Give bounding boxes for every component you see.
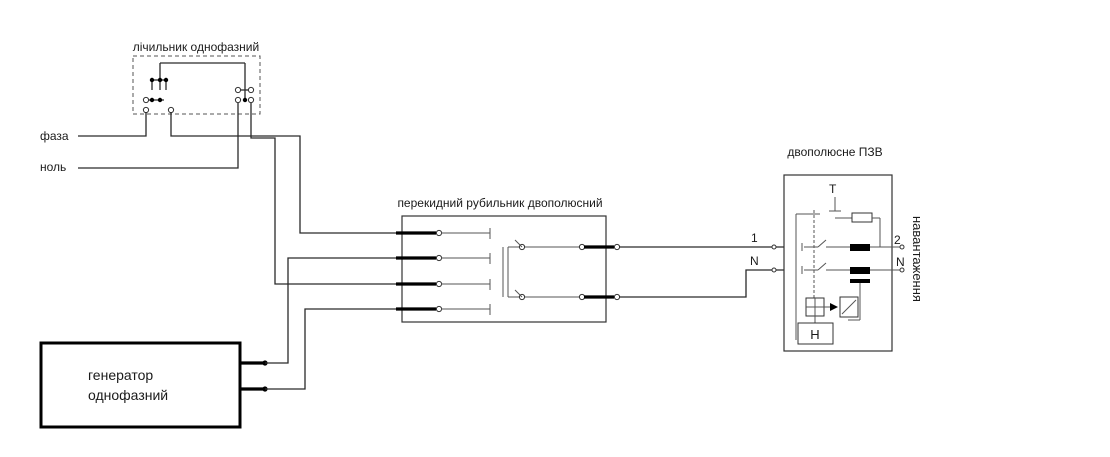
meter-outline xyxy=(132,55,261,115)
rcd-title: двополюсне ПЗВ xyxy=(787,145,882,159)
generator-box xyxy=(39,341,242,429)
rcd-test-circuit xyxy=(795,197,881,340)
rcd-input-line-label: 1 xyxy=(751,231,758,245)
rcd-contacts xyxy=(801,210,905,300)
rcd-transformer xyxy=(848,244,870,321)
rcd-output-line-label: 2 xyxy=(894,233,901,247)
two-pole-rcd: двополюсне ПЗВ Т xyxy=(783,145,905,352)
rcd-h-label: Н xyxy=(810,327,819,342)
phase-label: фаза xyxy=(40,129,69,143)
generator-line1: генератор xyxy=(88,367,153,383)
generator-wires xyxy=(265,257,396,390)
rcd-trip-relay: Н xyxy=(797,296,859,345)
transfer-switch: перекидний рубильник двополюсний xyxy=(396,196,621,323)
rcd-body xyxy=(783,174,893,352)
rcd-test-label: Т xyxy=(829,182,837,196)
neutral-label: ноль xyxy=(40,160,66,174)
supply-wires xyxy=(78,103,396,285)
meter-title: лічильник однофазний xyxy=(133,40,259,54)
single-phase-meter: лічильник однофазний xyxy=(132,40,261,115)
load-label: навантаження xyxy=(910,216,925,302)
switch-title: перекидний рубильник двополюсний xyxy=(397,196,602,210)
switch-contacts xyxy=(396,228,621,315)
rcd-output-neutral-label: N xyxy=(896,255,905,269)
switch-to-rcd-wires xyxy=(619,244,802,298)
meter-internals xyxy=(142,62,255,114)
rcd-input-neutral-label: N xyxy=(750,254,759,268)
generator-line2: однофазний xyxy=(88,387,168,403)
generator: генератор однофазний xyxy=(39,341,268,429)
